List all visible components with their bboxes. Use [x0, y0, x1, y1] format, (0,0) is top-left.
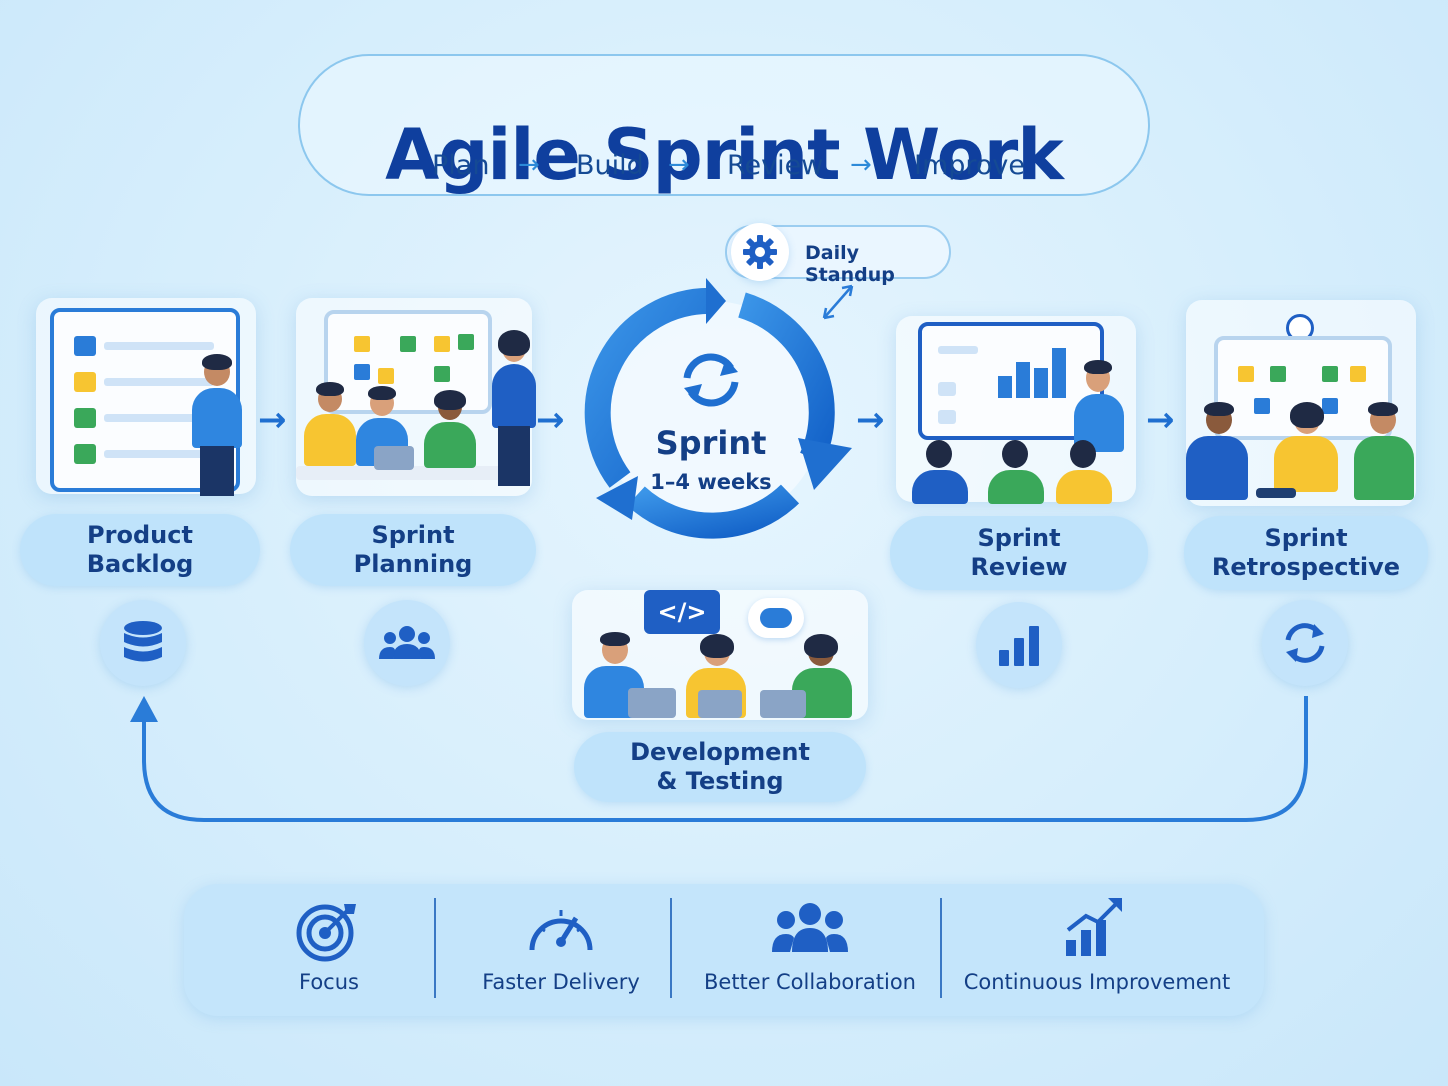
- stage-label: Backlog: [86, 550, 194, 578]
- refresh-icon: [1262, 600, 1348, 686]
- review-screen: [918, 322, 1104, 440]
- standup-label: Daily Standup: [805, 242, 895, 286]
- benefit-label: Focus: [299, 970, 359, 994]
- stage-sprint-retrospective: Sprint Retrospective: [1184, 516, 1428, 590]
- feedback-loop-arrow: [130, 696, 1308, 822]
- title-banner: Agile Sprint Work: [298, 54, 1150, 196]
- arrow-right-icon: →: [668, 150, 690, 180]
- laptop-icon: [374, 446, 414, 470]
- backlog-scene: [36, 298, 256, 496]
- tablet-icon: [1256, 488, 1296, 498]
- flow-arrow-icon: →: [1146, 400, 1175, 440]
- stage-development-testing: Development & Testing: [574, 732, 866, 802]
- speedometer-icon: [529, 910, 593, 951]
- benefit-label: Continuous Improvement: [963, 970, 1231, 994]
- divider: [670, 898, 672, 998]
- retrospective-scene: [1186, 300, 1416, 506]
- stage-sprint-review: Sprint Review: [890, 516, 1148, 590]
- growth-chart-icon: [1066, 898, 1122, 956]
- divider: [434, 898, 436, 998]
- stage-label: Product: [87, 521, 193, 549]
- benefit-faster-delivery: Faster Delivery: [446, 884, 676, 1016]
- stage-label: Sprint: [371, 521, 455, 549]
- step-improve: Improve: [914, 150, 1026, 181]
- laptop-icon: [698, 690, 742, 718]
- gear-icon: [731, 223, 789, 281]
- target-icon: [296, 904, 356, 962]
- planning-board: [324, 310, 492, 414]
- stage-sprint-planning: Sprint Planning: [290, 514, 536, 586]
- flow-arrow-icon: →: [258, 400, 287, 440]
- step-build: Build: [576, 150, 644, 181]
- code-icon: </>: [644, 590, 720, 634]
- bar-chart-icon: [976, 602, 1062, 688]
- stage-label: Development: [630, 738, 810, 766]
- flow-arrow-icon: →: [856, 400, 885, 440]
- double-arrow-icon: [822, 284, 854, 320]
- laptop-icon: [760, 690, 806, 718]
- sprint-cycle-ring: [584, 278, 852, 539]
- divider: [940, 898, 942, 998]
- sprint-duration: 1–4 weeks: [650, 470, 772, 494]
- stage-label: & Testing: [656, 767, 784, 795]
- stage-label: Planning: [353, 550, 473, 578]
- review-scene: [896, 316, 1136, 504]
- team-icon: [772, 903, 848, 952]
- stage-label: Sprint: [1264, 524, 1348, 552]
- laptop-icon: [628, 688, 676, 718]
- database-icon: [100, 600, 186, 686]
- team-icon: [364, 600, 450, 686]
- benefit-focus: Focus: [224, 884, 434, 1016]
- benefit-better-collaboration: Better Collaboration: [684, 884, 936, 1016]
- arrow-right-icon: →: [518, 150, 540, 180]
- stage-product-backlog: Product Backlog: [20, 514, 260, 586]
- benefit-continuous-improvement: Continuous Improvement: [952, 884, 1242, 1016]
- page-title: Agile Sprint Work: [385, 114, 1064, 196]
- daily-standup-badge: Daily Standup: [725, 223, 951, 286]
- step-plan: Plan: [432, 150, 490, 181]
- flow-arrow-icon: →: [536, 400, 565, 440]
- cloud-icon: [748, 598, 804, 638]
- benefit-label: Faster Delivery: [482, 970, 640, 994]
- development-scene: </>: [572, 590, 868, 720]
- benefit-label: Better Collaboration: [704, 970, 916, 994]
- planning-scene: [296, 298, 536, 496]
- benefits-bar: Focus Faster Delivery Better Collaborati…: [184, 884, 1264, 1016]
- sprint-label: Sprint: [655, 424, 767, 462]
- stage-label: Review: [970, 553, 1068, 581]
- arrow-right-icon: →: [850, 150, 872, 180]
- step-review: Review: [727, 150, 824, 181]
- stage-label: Sprint: [977, 524, 1061, 552]
- stage-label: Retrospective: [1211, 553, 1401, 581]
